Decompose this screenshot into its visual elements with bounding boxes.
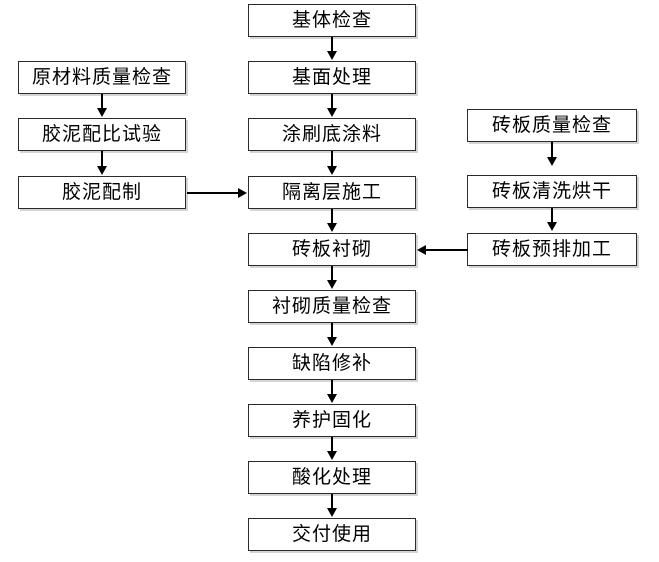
connector-m3-m4 — [331, 151, 333, 168]
node-label: 砖板质量检查 — [491, 114, 612, 136]
node-label: 养护固化 — [291, 409, 372, 431]
connector-r3-m5 — [426, 249, 468, 251]
node-defect-repair[interactable]: 缺陷修补 — [248, 347, 416, 380]
node-label: 衬砌质量检查 — [271, 295, 392, 317]
node-delivery-for-use[interactable]: 交付使用 — [248, 518, 416, 551]
arrowhead-m7-m8 — [326, 394, 337, 403]
arrowhead-m8-m9 — [326, 451, 337, 460]
node-label: 交付使用 — [291, 523, 372, 545]
node-isolation-layer-construction[interactable]: 隔离层施工 — [248, 176, 416, 209]
arrowhead-m5-m6 — [326, 280, 337, 289]
node-label: 砖板预排加工 — [491, 238, 612, 260]
arrowhead-l3-m4 — [238, 188, 247, 198]
arrowhead-m6-m7 — [326, 337, 337, 346]
node-tile-quality-inspection[interactable]: 砖板质量检查 — [467, 109, 637, 142]
connector-r2-r3 — [551, 208, 553, 224]
node-primer-coating[interactable]: 涂刷底涂料 — [248, 118, 416, 151]
arrowhead-m4-m5 — [326, 223, 337, 232]
node-acidification-treatment[interactable]: 酸化处理 — [248, 461, 416, 494]
node-label: 基面处理 — [291, 66, 372, 88]
node-raw-material-quality-inspection[interactable]: 原材料质量检查 — [18, 61, 186, 94]
node-label: 基体检查 — [291, 9, 372, 31]
connector-m8-m9 — [331, 437, 333, 453]
node-tile-washing-drying[interactable]: 砖板清洗烘干 — [467, 175, 637, 208]
node-cement-mix-ratio-test[interactable]: 胶泥配比试验 — [18, 118, 186, 151]
node-label: 酸化处理 — [291, 466, 372, 488]
node-substrate-inspection[interactable]: 基体检查 — [248, 4, 416, 37]
connector-r1-r2 — [551, 142, 553, 159]
node-label: 涂刷底涂料 — [281, 123, 382, 145]
node-cement-preparation[interactable]: 胶泥配制 — [18, 176, 186, 209]
node-label: 砖板衬砌 — [291, 238, 372, 260]
arrowhead-l2-l3 — [96, 166, 107, 175]
node-curing[interactable]: 养护固化 — [248, 404, 416, 437]
connector-m9-m10 — [331, 494, 333, 510]
node-base-surface-treatment[interactable]: 基面处理 — [248, 61, 416, 94]
node-label: 胶泥配制 — [61, 181, 142, 203]
arrowhead-r3-m5 — [417, 245, 426, 255]
node-label: 原材料质量检查 — [31, 66, 172, 88]
arrowhead-r1-r2 — [546, 157, 557, 166]
node-label: 砖板清洗烘干 — [491, 180, 612, 202]
connector-l3-m4 — [187, 192, 239, 194]
connector-m1-m2 — [331, 37, 333, 53]
node-lining-quality-inspection[interactable]: 衬砌质量检查 — [248, 290, 416, 323]
connector-l1-l2 — [101, 94, 103, 110]
connector-l2-l3 — [101, 151, 103, 168]
node-tile-pre-arrangement-processing[interactable]: 砖板预排加工 — [467, 233, 637, 266]
connector-m4-m5 — [331, 209, 333, 225]
arrowhead-m1-m2 — [326, 51, 337, 60]
connector-m6-m7 — [331, 323, 333, 339]
node-tile-lining[interactable]: 砖板衬砌 — [248, 233, 416, 266]
arrowhead-r2-r3 — [546, 222, 557, 231]
arrowhead-l1-l2 — [96, 108, 107, 117]
arrowhead-m3-m4 — [326, 166, 337, 175]
node-label: 缺陷修补 — [291, 352, 372, 374]
arrowhead-m2-m3 — [326, 108, 337, 117]
connector-m7-m8 — [331, 380, 333, 396]
node-label: 胶泥配比试验 — [41, 123, 162, 145]
connector-m2-m3 — [331, 94, 333, 110]
connector-m5-m6 — [331, 266, 333, 282]
node-label: 隔离层施工 — [281, 181, 382, 203]
arrowhead-m9-m10 — [326, 508, 337, 517]
